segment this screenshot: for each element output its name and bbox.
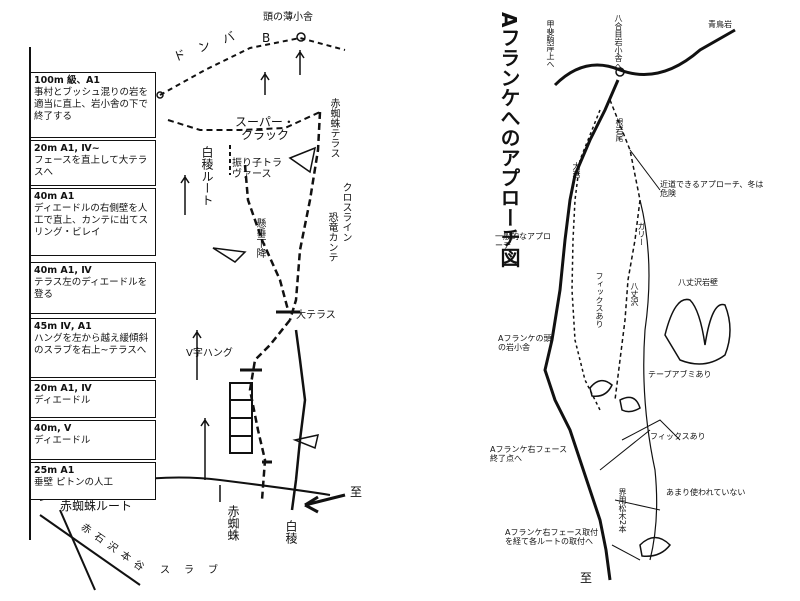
kaikoma-line-label: 甲斐駒岸上へ bbox=[546, 20, 555, 68]
akagumo-route-line bbox=[288, 111, 322, 321]
lower-route-right bbox=[290, 329, 307, 511]
used-rare-label: あまり使われていない bbox=[666, 488, 746, 497]
kensui-kouka-label: 懸垂下降 bbox=[254, 218, 265, 258]
hang-mark bbox=[212, 247, 247, 263]
v-hang-label: V字ハング bbox=[186, 348, 233, 359]
hachijo-slab-label: 八丈沢岩壁 bbox=[678, 278, 718, 287]
super-crack-label: スーパー・クラック bbox=[235, 115, 295, 142]
pitch-desc: ディエードル bbox=[34, 435, 91, 446]
pitch-grade: 100m 級、A1 bbox=[34, 75, 100, 86]
pitch-grade: 40m A1 bbox=[34, 191, 75, 202]
pitch-desc: ディエードルの右側壁を人工で直上、カンテに出てスリング・ビレイ bbox=[34, 203, 149, 238]
summit-marker bbox=[296, 32, 306, 42]
pitch-box-4: 40m A1, Ⅳ テラス左のディエードルを登る bbox=[30, 262, 156, 314]
pitch-desc: 事村とブッシュ混りの岩を適当に直上、岩小舎の下で終了する bbox=[34, 87, 149, 122]
main-line bbox=[543, 79, 620, 581]
hachigo-hut-label: 八合目岩小舎へ bbox=[614, 14, 623, 70]
hakuryo-start-label: 白稜 bbox=[284, 520, 298, 544]
upper-traverse bbox=[167, 111, 321, 131]
pitch-desc: ハングを左から越え緩傾斜のスラブを右上~テラスへ bbox=[34, 333, 149, 356]
nearside-approach-label: 近道できるアプローチ、冬は危険 bbox=[660, 180, 764, 198]
near-approach-line bbox=[609, 99, 641, 401]
pitch-grade: 45m Ⅳ, A1 bbox=[34, 321, 92, 332]
konbo-label: 根岩尾 bbox=[615, 118, 624, 142]
pitch-grade: 20m A1, Ⅳ bbox=[34, 383, 92, 394]
pitch-desc: テラス左のディエードルを登る bbox=[34, 277, 148, 300]
top-ridge bbox=[553, 28, 736, 87]
approach-arrow bbox=[304, 493, 346, 507]
ridge-route bbox=[159, 36, 346, 96]
akagumo-start-label: 赤蜘蛛 bbox=[226, 505, 240, 541]
face-route-start-label: Aフランケ右フェース取付を経て各ルートの取付へ bbox=[505, 528, 599, 546]
hakuryo-route-line bbox=[243, 164, 290, 311]
arrow-target-label: 至 bbox=[350, 485, 363, 499]
lower-route-left bbox=[248, 319, 291, 501]
pitch-box-3: 40m A1 ディエードルの右側壁を人工で直上、カンテに出てスリング・ビレイ bbox=[30, 188, 156, 256]
tape-exists-label: テープアブミあり bbox=[648, 370, 712, 379]
kyoryu-kante-label: 恐竜カンテ bbox=[326, 212, 337, 262]
akagumo-route-label: 赤蜘蛛ルート bbox=[60, 499, 133, 513]
a-franke-face-end-label: Aフランケ右フェース終了点へ bbox=[490, 445, 568, 463]
slab-label: スラブ bbox=[160, 565, 232, 576]
hakuryo-route-label: 白稜ルート bbox=[200, 146, 214, 206]
pitch-grade: 20m A1, Ⅳ~ bbox=[34, 143, 100, 154]
pitch-box-8: 25m A1 垂壁 ピトンの人工 bbox=[30, 462, 156, 500]
b-mark-label: B bbox=[262, 31, 271, 45]
slope-line-1 bbox=[39, 514, 141, 586]
bottom-kanji-label: 至 bbox=[580, 571, 593, 585]
pitch-desc: フェースを直上して大テラスへ bbox=[34, 155, 148, 178]
marker-2-label: 界用松木2本 bbox=[618, 488, 627, 534]
pitch-box-5: 45m Ⅳ, A1 ハングを左から越え緩傾斜のスラブを右上~テラスへ bbox=[30, 318, 156, 378]
general-approach-line bbox=[571, 109, 601, 411]
dai-iwa-label: 大岩 bbox=[572, 162, 581, 178]
crossline-label: クロスライン bbox=[340, 182, 351, 242]
pitch-grade: 40m A1, Ⅳ bbox=[34, 265, 92, 276]
map-title: Aフランケへのアプローチ図 bbox=[497, 12, 521, 268]
fix-exists-label: フィックスあり bbox=[650, 432, 706, 441]
hachijo-slab bbox=[664, 298, 731, 365]
pitch-box-1: 100m 級、A1 事村とブッシュ混りの岩を適当に直上、岩小舎の下で終了する bbox=[30, 72, 156, 138]
general-approach-label: 一般的なアプローチ bbox=[495, 232, 551, 250]
furiko-traverse-label: 振り子トラヴァース bbox=[232, 158, 282, 180]
pitch-box-7: 40m, V ディエードル bbox=[30, 420, 156, 460]
aosaki-label: 青鳥岩 bbox=[708, 20, 732, 29]
pitch-box-2: 20m A1, Ⅳ~ フェースを直上して大テラスへ bbox=[30, 140, 156, 186]
pitch-grade: 40m, V bbox=[34, 423, 72, 434]
gully-line bbox=[639, 199, 658, 561]
a-franke-head-label: Aフランケの頭の岩小舎 bbox=[498, 334, 552, 352]
pitch-box-6: 20m A1, Ⅳ ディエードル bbox=[30, 380, 156, 418]
hachijo-label: 八丈沢 bbox=[630, 282, 639, 306]
akagumo-terrace-label: 赤蜘蛛テラス bbox=[328, 98, 339, 158]
summit-hut-label: 頭の薄小舎 bbox=[263, 12, 313, 23]
pitch-grade: 25m A1 bbox=[34, 465, 75, 476]
pitch-desc: 垂壁 ピトンの人工 bbox=[34, 477, 114, 488]
pitch-desc: ディエードル bbox=[34, 395, 91, 406]
slope-line-2 bbox=[59, 509, 96, 591]
fix-rope-label: フィックスあり bbox=[595, 272, 604, 328]
gully-label: ガリー bbox=[637, 222, 646, 246]
dai-terrace-label: 大テラス bbox=[296, 310, 336, 321]
